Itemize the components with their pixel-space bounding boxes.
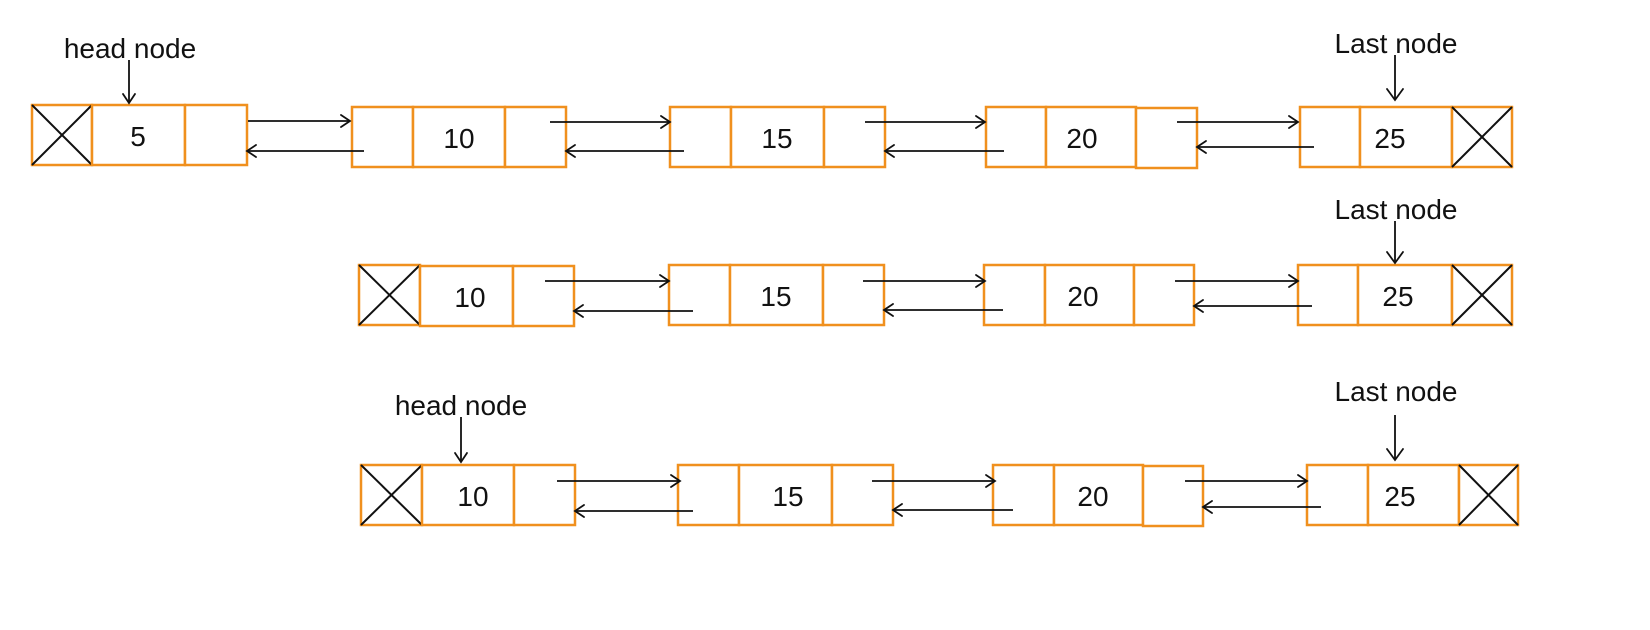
next-pointer-cell: [503, 105, 568, 169]
next-pointer-cell: [830, 463, 895, 527]
null-cross: [360, 464, 423, 526]
null-cross: [1458, 464, 1519, 526]
list-2-node-15: 15: [667, 263, 886, 327]
null-cross: [358, 264, 421, 326]
last-node-label: Last node: [1335, 28, 1458, 59]
next-arrow: [1177, 115, 1300, 129]
data-cell: [1043, 263, 1136, 327]
next-pointer-cell: [511, 264, 576, 328]
list-2-node-20: 20: [982, 263, 1196, 327]
list-2-node-10: 10: [357, 263, 576, 328]
data-cell: [411, 105, 507, 169]
prev-pointer-cell: [984, 105, 1048, 169]
next-arrow: [550, 115, 672, 129]
head-arrow: [122, 60, 136, 105]
prev-arrow: [245, 144, 364, 158]
next-arrow: [1175, 274, 1300, 288]
list-1: 5 10 15 20 25: [30, 28, 1514, 170]
list-3-node-25: 25: [1305, 463, 1520, 527]
null-cross: [1451, 106, 1513, 168]
data-cell: [418, 264, 515, 328]
prev-pointer-cell: [350, 105, 415, 169]
data-cell: [1358, 105, 1454, 169]
next-pointer-cell: [821, 263, 886, 327]
list-1-node-25: 25: [1298, 105, 1514, 169]
node-value: 10: [457, 481, 488, 512]
prev-pointer-cell: [991, 463, 1056, 527]
data-cell: [737, 463, 834, 527]
node-value: 15: [760, 281, 791, 312]
next-pointer-cell: [822, 105, 887, 169]
list-1-node-10: 10: [350, 105, 568, 169]
node-value: 20: [1066, 123, 1097, 154]
prev-arrow: [882, 303, 1003, 317]
last-arrow: [1386, 221, 1404, 265]
last-arrow: [1386, 415, 1404, 462]
node-value: 25: [1382, 281, 1413, 312]
head-node-label: head node: [395, 390, 527, 421]
prev-pointer-cell: [676, 463, 741, 527]
list-1-node-15: 15: [668, 105, 887, 169]
data-cell: [728, 263, 825, 327]
list-3: 10 15 20 25: [359, 376, 1520, 528]
data-cell: [729, 105, 826, 169]
next-arrow: [1185, 474, 1309, 488]
next-pointer-cell: [1134, 106, 1199, 170]
prev-arrow: [1201, 500, 1321, 514]
prev-pointer-cell: [1296, 263, 1360, 327]
list-1-node-5: 5: [30, 103, 249, 167]
prev-arrow: [564, 144, 684, 158]
node-value: 10: [443, 123, 474, 154]
node-value: 20: [1077, 481, 1108, 512]
head-arrow: [454, 417, 468, 464]
null-cross: [1451, 264, 1513, 326]
data-cell: [1052, 463, 1145, 527]
data-cell: [420, 463, 516, 527]
prev-pointer-cell: [1298, 105, 1362, 169]
null-cross: [31, 104, 93, 166]
prev-arrow: [573, 504, 693, 518]
list-3-node-15: 15: [676, 463, 895, 527]
next-pointer-cell: [183, 103, 249, 167]
node-value: 5: [130, 121, 146, 152]
next-arrow: [872, 474, 997, 488]
next-arrow: [545, 274, 671, 288]
prev-arrow: [1192, 299, 1312, 313]
node-value: 25: [1374, 123, 1405, 154]
last-node-label: Last node: [1335, 376, 1458, 407]
next-arrow: [248, 114, 352, 128]
node-value: 25: [1384, 481, 1415, 512]
prev-arrow: [572, 304, 693, 318]
next-arrow: [865, 115, 987, 129]
prev-pointer-cell: [982, 263, 1047, 327]
node-value: 20: [1067, 281, 1098, 312]
last-arrow: [1386, 55, 1404, 102]
list-3-node-10: 10: [359, 463, 577, 527]
list-1-node-20: 20: [984, 105, 1199, 170]
list-3-node-20: 20: [991, 463, 1205, 528]
prev-arrow: [883, 144, 1004, 158]
head-node-label: head node: [64, 33, 196, 64]
node-value: 15: [761, 123, 792, 154]
next-pointer-cell: [1132, 263, 1196, 327]
list-2-node-25: 25: [1296, 263, 1514, 327]
last-node-label: Last node: [1335, 194, 1458, 225]
next-pointer-cell: [1141, 464, 1205, 528]
list-2: 10 15 20 25: [357, 194, 1514, 328]
node-value: 10: [454, 282, 485, 313]
prev-pointer-cell: [667, 263, 732, 327]
prev-pointer-cell: [1305, 463, 1370, 527]
node-value: 15: [772, 481, 803, 512]
next-arrow: [863, 274, 987, 288]
next-arrow: [557, 474, 682, 488]
prev-pointer-cell: [668, 105, 733, 169]
next-pointer-cell: [512, 463, 577, 527]
prev-arrow: [891, 503, 1013, 517]
prev-arrow: [1195, 140, 1314, 154]
